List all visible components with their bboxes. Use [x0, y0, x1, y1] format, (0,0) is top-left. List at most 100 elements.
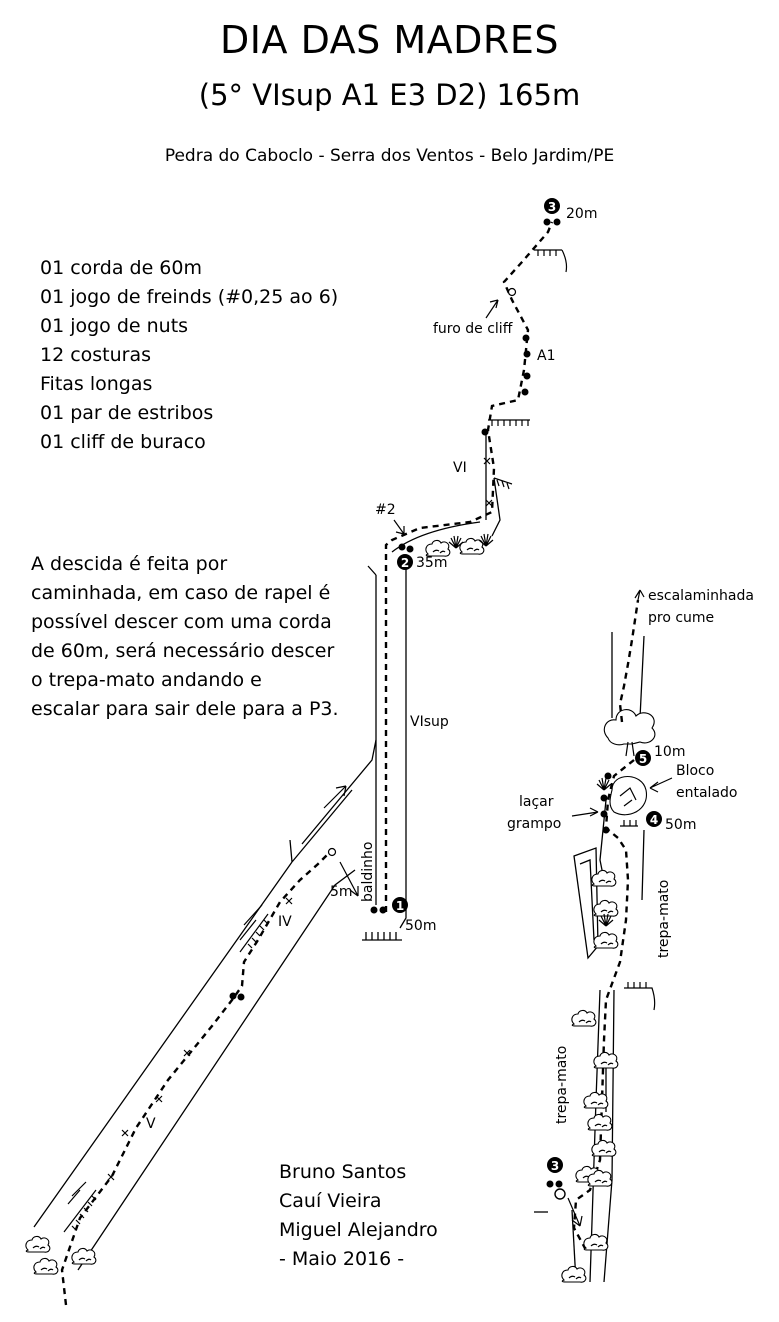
gear-item: 01 corda de 60m — [40, 257, 202, 279]
lasso-arrow — [571, 807, 599, 817]
descent-line: de 60m, será necessário descer — [31, 640, 335, 662]
belay-marker-1: 1 — [392, 897, 408, 913]
bolts-right — [546, 772, 612, 1188]
gear-item: 12 costuras — [40, 344, 152, 366]
right-lower-wall-left — [589, 989, 601, 1283]
grade-visup-label: VIsup — [410, 714, 449, 730]
grade-iv-label: IV — [278, 914, 292, 930]
gear-marks — [107, 457, 493, 1181]
cam-size-label: #2 — [375, 502, 396, 518]
ledge-hatch-2 — [239, 913, 269, 953]
belay-marker-3-top: 3 — [544, 198, 560, 214]
route-grade-subtitle: (5° VIsup A1 E3 D2) 165m — [198, 78, 581, 112]
svg-text:2: 2 — [401, 556, 409, 570]
credit-line: Miguel Alejandro — [279, 1219, 438, 1241]
tree-trunk — [625, 741, 635, 757]
right-roof-hatch-top — [624, 982, 656, 1011]
lower-slab-inner-ridge — [291, 789, 353, 863]
cliff-hole-mark — [507, 287, 517, 297]
right-chimney-right-wall — [639, 635, 645, 901]
block-label-line1: Bloco — [676, 763, 714, 779]
bush-icon — [561, 1265, 587, 1283]
upper-slab-left — [391, 521, 481, 553]
bush-icon — [583, 1091, 609, 1109]
arrow-cam-2 — [393, 519, 405, 535]
summit-arrow — [634, 589, 645, 601]
descent-line: caminhada, em caso de rapel é — [31, 582, 331, 604]
svg-text:5: 5 — [639, 752, 647, 766]
lasso-label-line1: laçar — [519, 794, 554, 810]
belay-marker-5: 5 — [635, 750, 651, 766]
gear-item: 01 par de estribos — [40, 402, 214, 424]
svg-text:1: 1 — [396, 899, 404, 913]
svg-text:3: 3 — [551, 1159, 559, 1173]
belay-marker-3-lower: 3 — [547, 1157, 563, 1173]
p5-length-label: 10m — [654, 744, 685, 760]
p1-length-label: 50m — [405, 918, 436, 934]
scramble-label-line1: escalaminhada — [648, 588, 754, 604]
arrow-5m — [339, 861, 359, 897]
bush-icon — [583, 1233, 609, 1251]
bush-icon — [425, 539, 451, 557]
descent-note: A descida é feita por caminhada, em caso… — [31, 550, 361, 724]
base-arrow — [567, 1197, 583, 1227]
block-arrow — [649, 777, 673, 793]
lower-slab-right-edge — [77, 869, 356, 1271]
descent-line: escalar para sair dele para a P3. — [31, 698, 339, 720]
credit-line: Cauí Vieira — [279, 1190, 382, 1212]
p2-length-label: 35m — [416, 555, 447, 571]
baldinho-label: baldinho — [360, 842, 376, 902]
cliff-hole-label: furo de cliff — [433, 321, 513, 337]
gear-item: 01 jogo de nuts — [40, 315, 189, 337]
roof-hatch-a1 — [488, 419, 530, 426]
bush-icon — [571, 1009, 597, 1027]
tree-icon — [603, 709, 656, 746]
credit-line: Bruno Santos — [279, 1161, 407, 1183]
bush-icon — [33, 1257, 59, 1275]
p4-length-label: 50m — [665, 817, 696, 833]
ledge-hatch-1 — [63, 1189, 97, 1233]
ridge-arrow — [323, 785, 347, 809]
right-flake-inner — [579, 859, 595, 941]
belay-ledge-p1 — [362, 932, 402, 941]
bush-icon — [591, 1139, 617, 1157]
dihedral-top-left — [367, 565, 377, 576]
chockstone-block — [609, 776, 647, 816]
belay-marker-2: 2 — [397, 554, 413, 570]
bolts-lower — [229, 218, 561, 1001]
svg-text:4: 4 — [650, 813, 658, 827]
route-location: Pedra do Caboclo - Serra dos Ventos - Be… — [164, 146, 615, 166]
bush-icon — [587, 1113, 613, 1131]
credits: Bruno Santos Cauí Vieira Miguel Alejandr… — [279, 1158, 438, 1274]
gear-list: 01 corda de 60m 01 jogo de freinds (#0,2… — [40, 254, 338, 457]
credit-line: - Maio 2016 - — [279, 1248, 405, 1270]
bush-icon — [591, 869, 617, 887]
p3-length-label: 20m — [566, 206, 597, 222]
lasso-label-line2: grampo — [507, 816, 561, 832]
svg-text:3: 3 — [548, 200, 556, 214]
cliff-ring — [327, 847, 337, 857]
arrow-furo — [485, 299, 499, 319]
lasso-ring — [554, 1188, 566, 1200]
descent-line: possível descer com uma corda — [31, 611, 332, 633]
grade-vi-label: VI — [453, 460, 467, 476]
route-title: DIA DAS MADRES — [220, 18, 559, 62]
block-label-line2: entalado — [676, 785, 737, 801]
five-m-label: 5m — [330, 884, 353, 900]
descent-line: A descida é feita por — [31, 553, 228, 575]
gear-item: 01 jogo de freinds (#0,25 ao 6) — [40, 286, 339, 308]
grade-v-label: V — [146, 1116, 156, 1132]
lower-slab-ridge — [301, 739, 377, 845]
trepa-mato-lower-label: trepa-mato — [554, 1046, 570, 1124]
route-line-right-lower — [572, 759, 635, 1251]
aid-grade-label: A1 — [537, 348, 555, 364]
descent-line: o trepa-mato andando e — [31, 669, 262, 691]
overhang-vi-hatch — [493, 477, 513, 490]
roof-hatch-top — [534, 249, 568, 273]
route-line-pitch2 — [384, 221, 554, 912]
right-belay-hatch — [620, 820, 638, 827]
gear-item: Fitas longas — [40, 373, 153, 395]
bush-icon — [71, 1247, 97, 1265]
